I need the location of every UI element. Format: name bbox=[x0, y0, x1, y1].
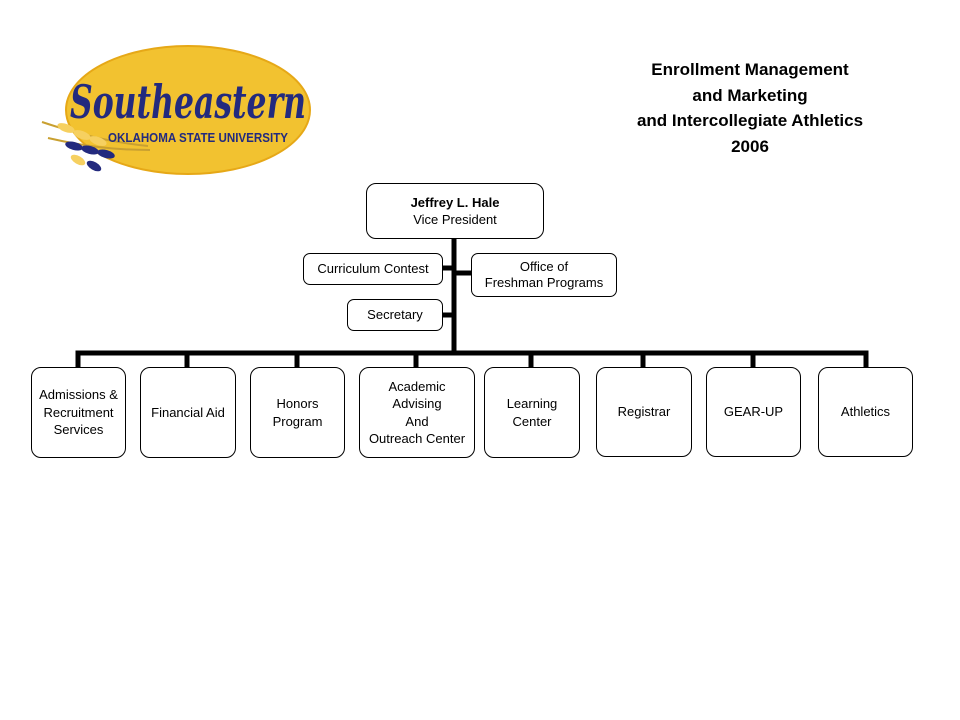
vp-name: Jeffrey L. Hale bbox=[410, 194, 500, 210]
logo-sun bbox=[66, 46, 310, 174]
title-line-2: and Marketing bbox=[692, 85, 808, 105]
title-line-4: 2006 bbox=[731, 136, 769, 156]
curriculum-contest-box: Curriculum Contest bbox=[303, 253, 443, 285]
title-line-1: Enrollment Management bbox=[651, 60, 849, 79]
department-honors: Honors Program bbox=[250, 367, 345, 458]
secretary-box: Secretary bbox=[347, 299, 443, 331]
logo-subtitle: OKLAHOMA STATE UNIVERSITY bbox=[108, 130, 288, 145]
southeastern-logo: Southeastern OKLAHOMA STATE UNIVERSITY bbox=[41, 45, 311, 175]
department-athletics: Athletics bbox=[818, 367, 913, 457]
vp-box: Jeffrey L. Hale Vice President bbox=[366, 183, 544, 239]
department-learning-center: Learning Center bbox=[484, 367, 580, 458]
wheat-icon bbox=[41, 121, 151, 172]
department-registrar: Registrar bbox=[596, 367, 692, 457]
vp-role: Vice President bbox=[413, 212, 497, 227]
title-line-3: and Intercollegiate Athletics bbox=[636, 111, 864, 130]
department-financial-aid: Financial Aid bbox=[140, 367, 236, 458]
department-academic-advising: Academic Advising And Outreach Center bbox=[359, 367, 475, 458]
chart-title: Enrollment Management and Marketing and … bbox=[580, 57, 920, 159]
logo-wordmark: Southeastern bbox=[70, 75, 306, 129]
freshman-programs-box: Office of Freshman Programs bbox=[471, 253, 617, 297]
department-gear-up: GEAR-UP bbox=[706, 367, 801, 457]
department-admissions: Admissions & Recruitment Services bbox=[31, 367, 126, 458]
